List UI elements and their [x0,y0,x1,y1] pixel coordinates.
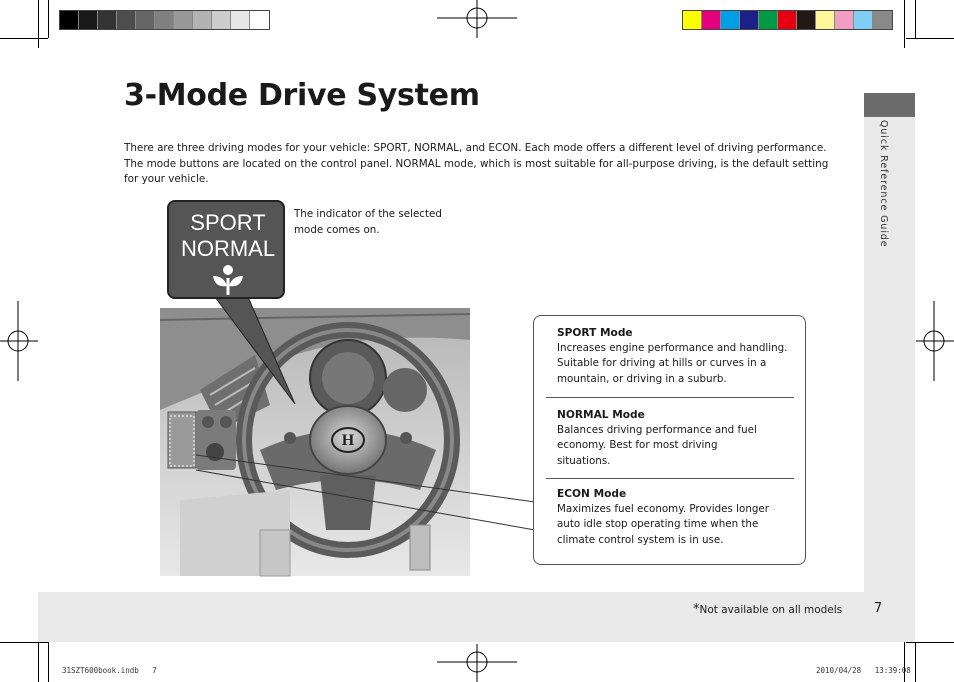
color-swatch [683,11,702,29]
dashboard-illustration: H [160,308,471,577]
normal-indicator-text: NORMAL [180,236,276,261]
registration-mark-top [437,0,517,38]
crop-mark [38,0,39,48]
page-title: 3-Mode Drive System [124,78,480,113]
section-label: Quick Reference Guide [878,120,889,248]
color-swatch [797,11,816,29]
indicator-caption: The indicator of the selected mode comes… [294,208,442,236]
crop-mark [904,0,905,48]
sport-mode-description: Increases engine performance and handlin… [557,342,788,385]
footnote-star: * [693,602,700,617]
crop-mark [38,632,39,682]
gray-swatch [60,11,79,29]
divider [546,478,794,479]
crop-mark [904,632,905,682]
crop-mark [0,38,48,39]
honda-logo: H [342,432,355,449]
mode-descriptions-box: SPORT Mode Increases engine performance … [533,315,806,565]
crop-mark [906,642,954,643]
mode-indicator-display: SPORT NORMAL [167,200,285,299]
slug-file: 31SZT600book.indb 7 [62,666,157,675]
gray-swatch [136,11,155,29]
econ-mode-section: ECON Mode Maximizes fuel economy. Provid… [557,486,797,548]
eco-leaf-icon [213,265,243,295]
color-swatch [778,11,797,29]
sport-mode-title: SPORT Mode [557,327,633,339]
gray-swatch [250,11,269,29]
gray-color-bar [59,10,270,30]
crop-mark [48,642,49,682]
gray-swatch [212,11,231,29]
econ-mode-description: Maximizes fuel economy. Provides longer … [557,503,769,546]
gray-swatch [193,11,212,29]
registration-mark-left [0,301,38,381]
footer-band [38,592,864,642]
normal-mode-title: NORMAL Mode [557,409,645,421]
normal-mode-description: Balances driving performance and fuel ec… [557,424,757,467]
footnote: *Not available on all models [693,602,842,617]
crop-mark [915,0,916,38]
registration-mark-bottom [437,644,517,682]
color-swatch [702,11,721,29]
gray-swatch [117,11,136,29]
crop-mark [48,0,49,38]
divider [546,397,794,398]
registration-mark-right [916,301,954,381]
process-color-bar [682,10,893,30]
footnote-text: Not available on all models [699,604,843,616]
crop-mark [915,642,916,682]
color-swatch [873,11,892,29]
color-swatch [759,11,778,29]
gray-swatch [79,11,98,29]
sport-indicator-text: SPORT [190,210,266,235]
gray-swatch [174,11,193,29]
crop-mark [906,38,954,39]
gray-swatch [155,11,174,29]
section-tab [864,93,915,117]
sport-mode-section: SPORT Mode Increases engine performance … [557,325,797,387]
page-number: 7 [874,601,883,616]
side-panel [864,93,915,642]
color-swatch [740,11,759,29]
color-swatch [835,11,854,29]
intro-paragraph: There are three driving modes for your v… [124,142,829,185]
normal-mode-section: NORMAL Mode Balances driving performance… [557,407,797,469]
color-swatch [721,11,740,29]
color-swatch [816,11,835,29]
gray-swatch [231,11,250,29]
crop-mark [0,642,48,643]
color-swatch [854,11,873,29]
econ-mode-title: ECON Mode [557,488,627,500]
slug-date: 2010/04/28 13:39:08 [816,666,911,675]
gray-swatch [98,11,117,29]
